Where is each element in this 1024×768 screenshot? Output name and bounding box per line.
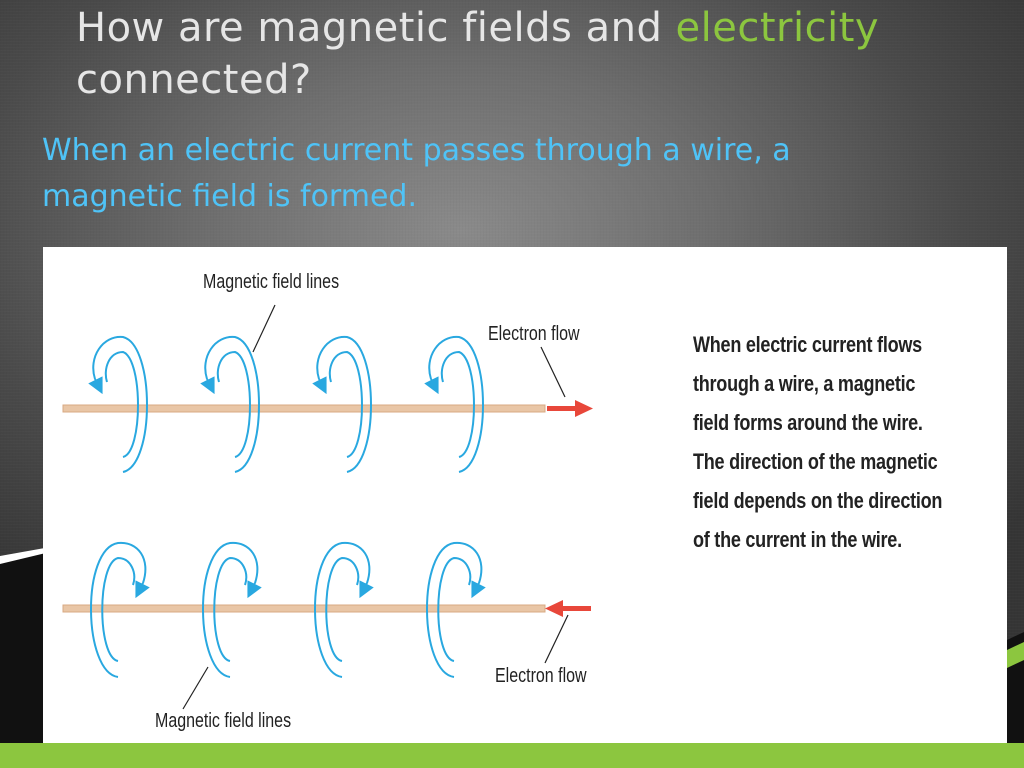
leader-top-field — [252, 304, 276, 353]
bottom-field-loops — [90, 541, 486, 678]
leader-lines — [182, 304, 569, 710]
bottom-electron-arrow — [545, 600, 591, 617]
subtitle-line1: When an electric current passes through … — [42, 133, 791, 168]
top-wire — [62, 404, 546, 413]
top-electron-arrow — [547, 400, 593, 417]
top-field-loops — [88, 335, 484, 473]
bottom-wire — [62, 604, 546, 613]
title-accent: electricity — [675, 5, 880, 51]
bottom-loop-3 — [314, 541, 374, 678]
label-top-field-lines: Magnetic field lines — [203, 271, 340, 293]
top-loop-3 — [312, 335, 372, 473]
title-part2: connected? — [76, 57, 312, 103]
top-loop-2 — [200, 335, 260, 473]
label-bottom-electron-flow: Electron flow — [495, 665, 587, 687]
bottom-loop-4 — [426, 541, 486, 678]
bottom-loop-1 — [90, 541, 150, 678]
leader-top-electron — [540, 346, 566, 398]
figure-caption: When electric current flows through a wi… — [693, 332, 943, 552]
top-loop-4 — [424, 335, 484, 473]
subtitle-line2: magnetic field is formed. — [42, 179, 417, 214]
title-part1: How are magnetic fields and — [76, 5, 676, 51]
magnetic-field-figure: Magnetic field lines Electron flow Elect… — [43, 247, 1007, 743]
leader-bottom-electron — [544, 614, 569, 664]
bottom-loop-2 — [202, 541, 262, 678]
top-loop-1 — [88, 335, 148, 473]
leader-bottom-field — [182, 666, 209, 710]
label-bottom-field-lines: Magnetic field lines — [155, 710, 292, 732]
slide-subtitle: When an electric current passes through … — [42, 128, 902, 220]
label-top-electron-flow: Electron flow — [488, 323, 580, 345]
figure-illustration — [62, 304, 593, 710]
slide-title: How are magnetic fields and electricity … — [76, 2, 976, 106]
